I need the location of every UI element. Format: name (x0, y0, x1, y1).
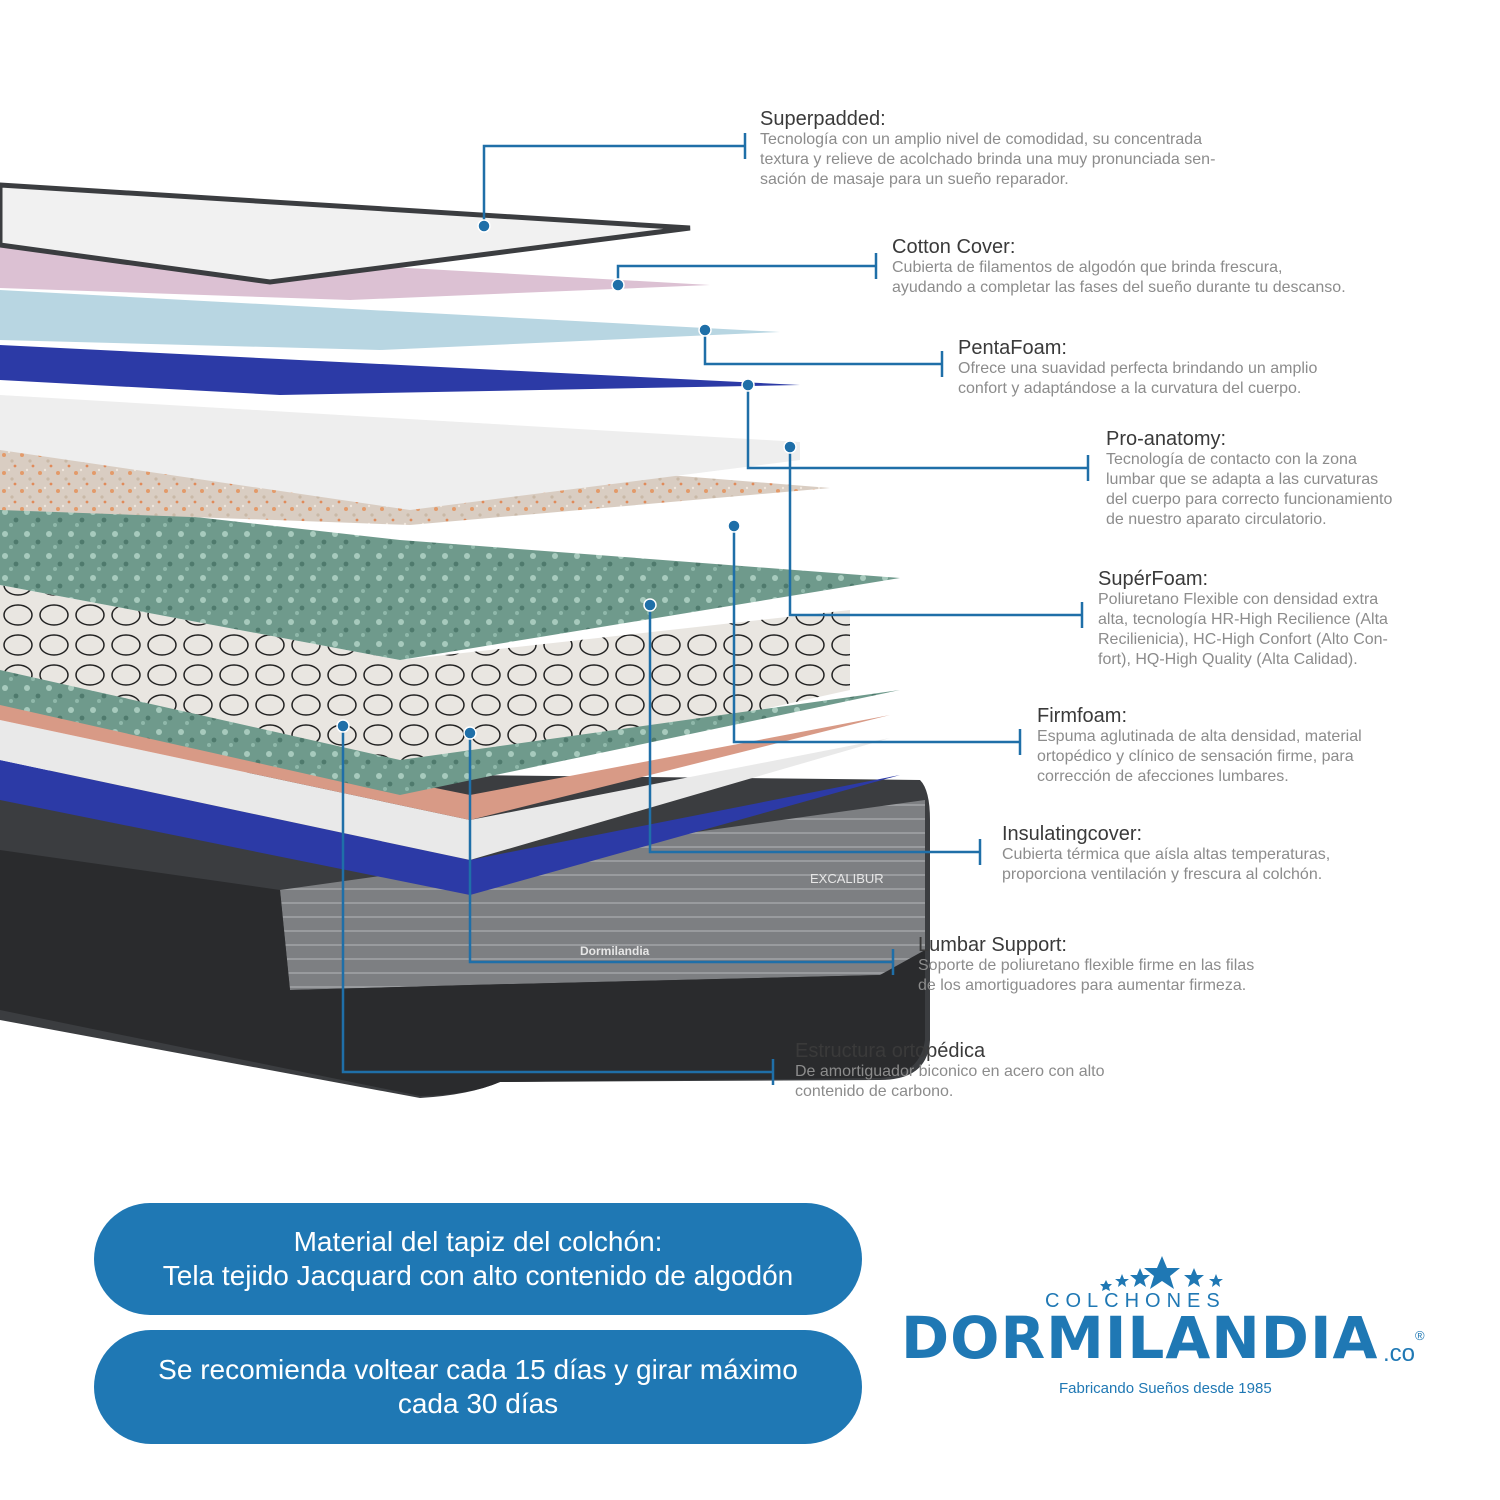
callout-title: SupérFoam: (1098, 568, 1209, 590)
quilted-side-panel (280, 800, 925, 990)
blue-foam-layer (0, 345, 800, 395)
callout-title: Insulatingcover: (1002, 823, 1143, 845)
green-bottom-foam (0, 670, 900, 795)
callout-description: Cubierta térmica que aísla altas tempera… (1002, 846, 1331, 883)
superpadded-top-layer (0, 182, 691, 285)
callout-title: Superpadded: (760, 108, 886, 130)
care-pill-line-2: cada 30 días (397, 1388, 559, 1419)
leader-dots (336, 219, 797, 740)
callout-firmfoam: Firmfoam: Espuma aglutinada de alta dens… (1037, 705, 1362, 787)
callout-pentafoam: PentaFoam: Ofrece una suavidad perfecta … (958, 337, 1317, 399)
brand-label-on-mattress: Dormilandia (580, 944, 650, 958)
callout-lumbar-support: Lumbar Support: Soporte de poliuretano f… (918, 934, 1254, 996)
callout-description: Cubierta de filamentos de algodón que br… (892, 259, 1346, 296)
logo-prefix: COLCHONES (1045, 1290, 1226, 1312)
gray-bottom-layer (0, 720, 890, 860)
callout-insulatingcover: Insulatingcover: Cubierta térmica que aí… (1002, 823, 1330, 885)
callout-pro-anatomy: Pro-anatomy: Tecnología de contacto con … (1106, 428, 1392, 530)
model-label: EXCALIBUR (810, 871, 884, 886)
logo-name: DORMILANDIA (901, 1304, 1379, 1372)
callout-description: Poliuretano Flexible con densidad extra … (1098, 591, 1388, 668)
white-foam-layer (0, 395, 800, 510)
callout-description: Tecnología de contacto con la zona lumba… (1106, 451, 1393, 528)
material-pill-line-1: Material del tapiz del colchón: (293, 1226, 663, 1257)
brand-logo: COLCHONES DORMILANDIA .co ® Fabricando S… (895, 1250, 1455, 1410)
callout-superpadded: Superpadded: Tecnología con un amplio ni… (760, 108, 1215, 190)
logo-suffix: .co (1383, 1340, 1416, 1367)
green-foam-layer (0, 495, 900, 660)
callout-title: Firmfoam: (1037, 705, 1127, 727)
callout-title: PentaFoam: (958, 337, 1067, 359)
leader-end-ticks (743, 133, 1090, 1085)
base-front-border (0, 850, 925, 1096)
logo-tagline: Fabricando Sueños desde 1985 (1059, 1380, 1272, 1397)
callout-estructura-ortopedica: Estructura ortopédica De amortiguador bi… (795, 1040, 1105, 1102)
callout-description: Tecnología con un amplio nivel de comodi… (760, 131, 1216, 188)
callout-title: Lumbar Support: (918, 934, 1067, 956)
care-pill-line-1: Se recomienda voltear cada 15 días y gir… (158, 1354, 798, 1385)
callout-description: Espuma aglutinada de alta densidad, mate… (1037, 728, 1362, 785)
material-info-pill: Material del tapiz del colchón: Tela tej… (94, 1203, 862, 1315)
callout-cotton-cover: Cotton Cover: Cubierta de filamentos de … (892, 236, 1346, 298)
callout-title: Cotton Cover: (892, 236, 1016, 258)
callout-description: Soporte de poliuretano flexible firme en… (918, 957, 1255, 994)
material-pill-line-2: Tela tejido Jacquard con alto contenido … (162, 1260, 794, 1291)
callout-title: Estructura ortopédica (795, 1040, 986, 1062)
blue-bottom-layer (0, 760, 900, 895)
pink-bottom-layer (0, 700, 890, 820)
callout-description: Ofrece una suavidad perfecta brindando u… (958, 360, 1318, 397)
leader-lines (341, 144, 1088, 1074)
logo-stars-icon (1100, 1256, 1223, 1291)
callout-description: De amortiguador biconico en acero con al… (795, 1063, 1105, 1100)
logo-registered-mark: ® (1415, 1328, 1425, 1343)
callout-superfoam: SupérFoam: Poliuretano Flexible con dens… (1098, 568, 1388, 670)
care-info-pill: Se recomienda voltear cada 15 días y gir… (94, 1330, 862, 1444)
callout-title: Pro-anatomy: (1106, 428, 1227, 450)
light-blue-layer (0, 290, 780, 350)
